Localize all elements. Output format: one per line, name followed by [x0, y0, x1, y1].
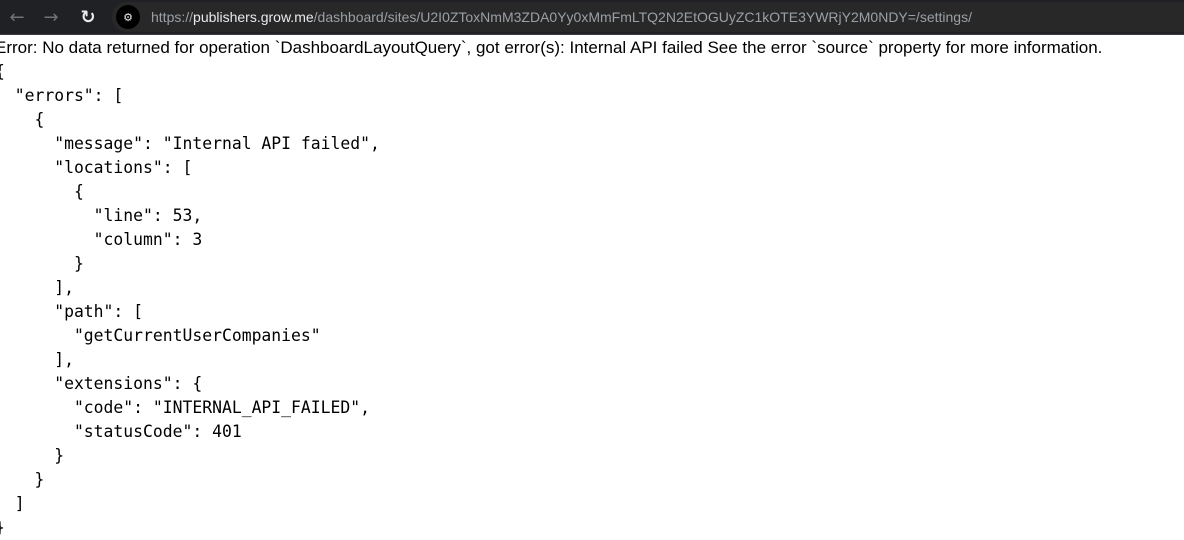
url-text[interactable]: https://publishers.grow.me/dashboard/sit…	[151, 9, 972, 25]
url-path: /dashboard/sites/U2I0ZToxNmM3ZDA0Yy0xMmF…	[313, 9, 972, 25]
site-settings-icon[interactable]: ⚙	[116, 5, 140, 29]
back-arrow-icon[interactable]: ←	[9, 6, 25, 28]
url-host: publishers.grow.me	[193, 9, 314, 25]
forward-arrow-icon[interactable]: →	[43, 6, 59, 28]
page-content: Error: No data returned for operation `D…	[0, 36, 1102, 540]
error-message: Error: No data returned for operation `D…	[0, 38, 1103, 57]
browser-toolbar: ← → ↻ ⚙ https://publishers.grow.me/dashb…	[0, 0, 1184, 35]
reload-icon[interactable]: ↻	[80, 6, 96, 28]
error-json: { "errors": [ { "message": "Internal API…	[0, 62, 380, 537]
address-bar[interactable]: ⚙ https://publishers.grow.me/dashboard/s…	[112, 2, 1184, 32]
url-scheme: https://	[151, 9, 194, 25]
